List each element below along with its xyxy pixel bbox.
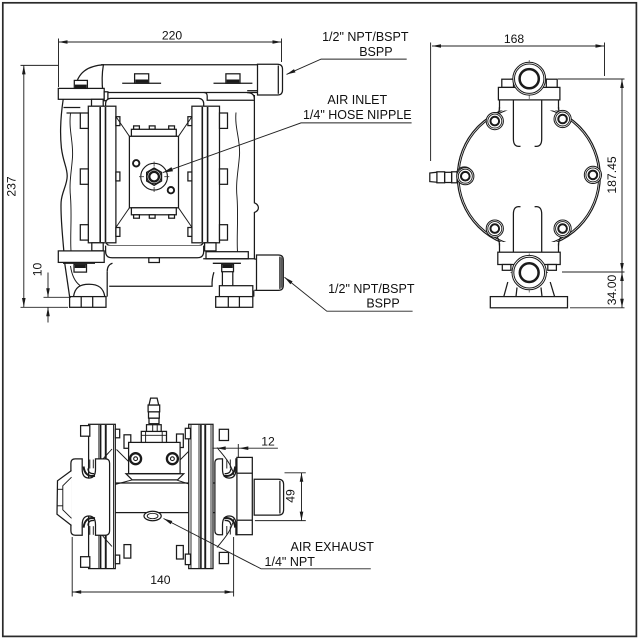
svg-text:10: 10 (31, 263, 45, 277)
svg-text:34.00: 34.00 (605, 275, 619, 306)
svg-text:49: 49 (283, 489, 297, 503)
svg-text:1/4" NPT: 1/4" NPT (265, 555, 316, 569)
svg-text:187.45: 187.45 (605, 156, 619, 193)
svg-text:AIR EXHAUST: AIR EXHAUST (291, 540, 375, 554)
svg-text:12: 12 (261, 434, 275, 448)
svg-text:BSPP: BSPP (359, 45, 392, 59)
svg-text:220: 220 (162, 29, 183, 43)
svg-text:BSPP: BSPP (366, 297, 399, 311)
svg-text:140: 140 (150, 573, 171, 587)
svg-text:237: 237 (5, 176, 19, 197)
svg-text:168: 168 (504, 32, 525, 46)
svg-text:AIR INLET: AIR INLET (327, 93, 387, 107)
svg-text:1/2" NPT/BSPT: 1/2" NPT/BSPT (328, 282, 415, 296)
svg-text:1/4" HOSE NIPPLE: 1/4" HOSE NIPPLE (303, 108, 412, 122)
svg-text:1/2" NPT/BSPT: 1/2" NPT/BSPT (322, 30, 409, 44)
